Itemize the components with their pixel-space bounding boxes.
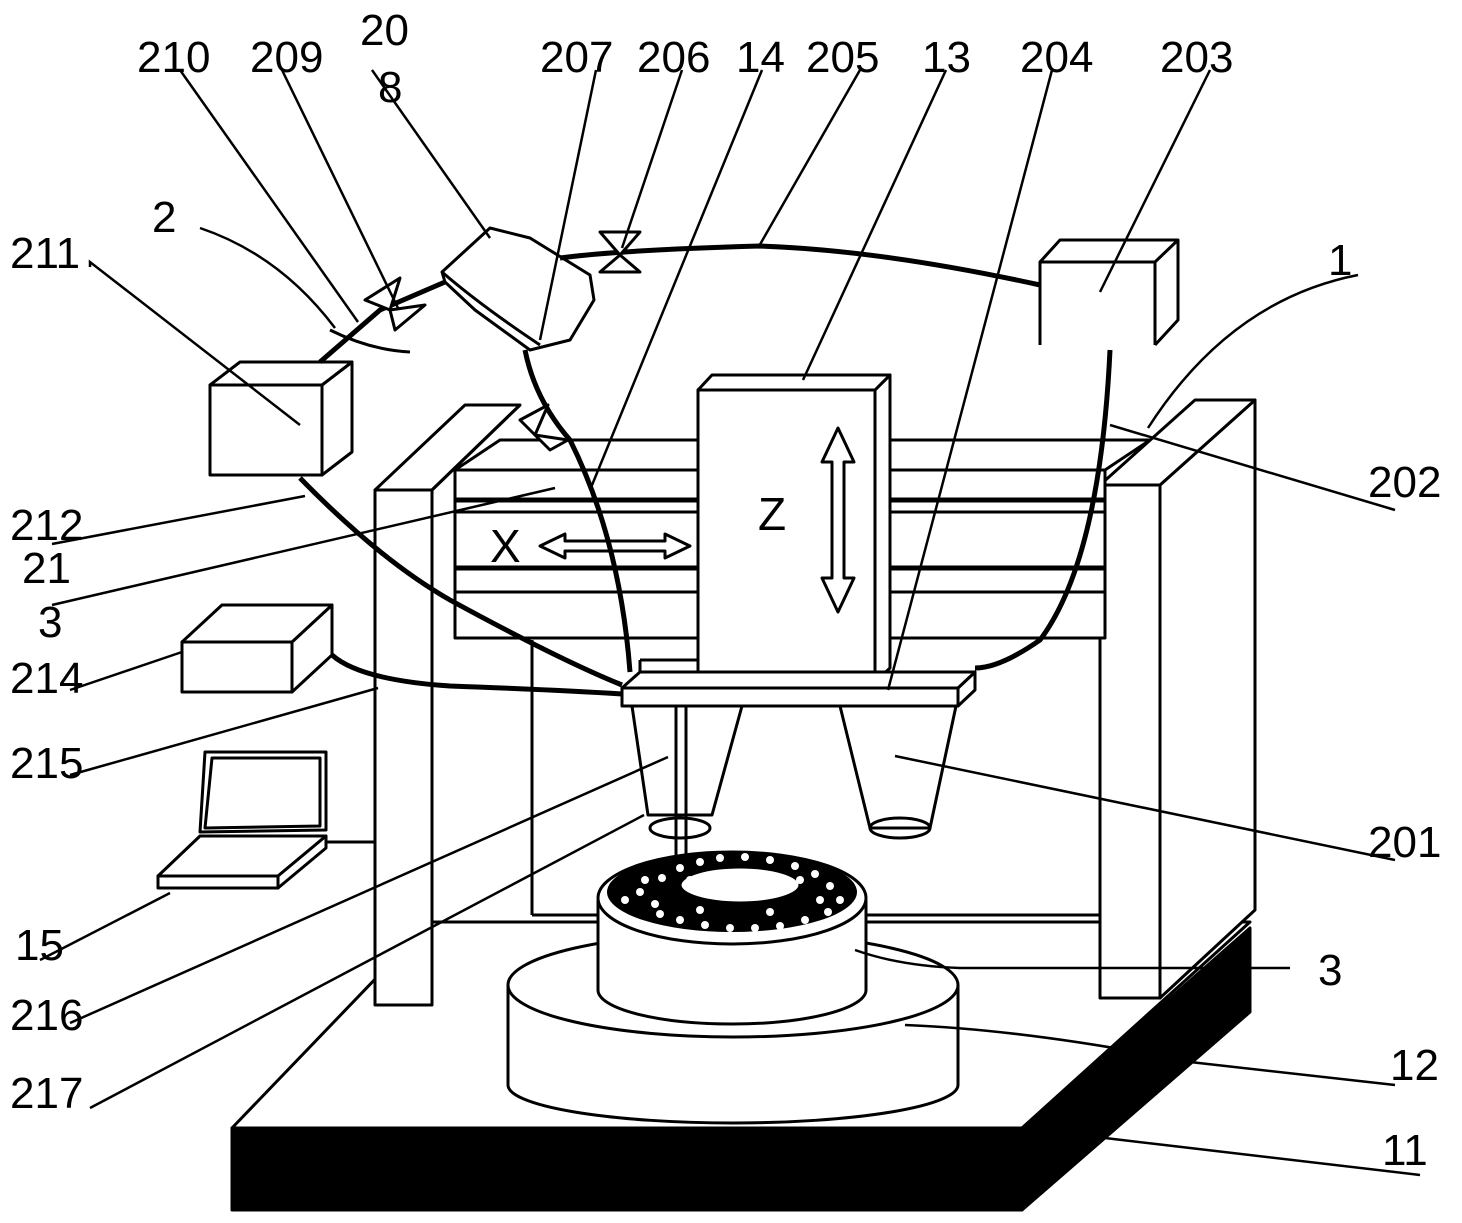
label-207: 207 (540, 33, 613, 82)
left-column (373, 403, 522, 1007)
z-carriage (696, 373, 892, 684)
valve-207 (518, 403, 570, 452)
powder-beads (621, 853, 844, 932)
label-15: 15 (15, 921, 64, 970)
label-3-left: 3 (38, 598, 62, 647)
label-3-right: 3 (1318, 946, 1342, 995)
valve-206 (598, 230, 642, 274)
label-206: 206 (637, 33, 710, 82)
protective-gas-curve (329, 328, 411, 354)
laser-head (440, 226, 596, 352)
label-12: 12 (1390, 1041, 1439, 1090)
right-column (1098, 398, 1257, 1000)
gas-tank (1038, 238, 1180, 347)
workpiece-cylinder (596, 850, 868, 1026)
label-205: 205 (806, 33, 879, 82)
label-2: 2 (152, 193, 176, 242)
label-21: 21 (22, 544, 71, 593)
label-13: 13 (922, 33, 971, 82)
z-axis-arrow (820, 426, 856, 614)
label-210: 210 (137, 33, 210, 82)
label-11: 11 (1382, 1126, 1428, 1175)
label-20: 20 (360, 6, 409, 55)
valve-209 (363, 276, 427, 332)
label-209: 209 (250, 33, 323, 82)
label-214: 214 (10, 654, 83, 703)
reference-labels: 1 2 3 3 11 12 13 14 15 20 8 21 201 202 2… (10, 6, 1441, 1175)
z-axis-label: Z (758, 488, 786, 540)
label-212: 212 (10, 501, 83, 550)
x-axis-label: X (490, 520, 521, 572)
suction-cone (838, 705, 958, 840)
leader-lines (39, 69, 1421, 1177)
controller-box (180, 603, 334, 694)
label-215: 215 (10, 739, 83, 788)
computer-laptop (156, 750, 375, 890)
label-8: 8 (378, 63, 402, 112)
mounting-plate (620, 658, 977, 708)
powder-feeder-box (208, 360, 354, 477)
label-204: 204 (1020, 33, 1093, 82)
x-axis-arrow (538, 532, 692, 560)
label-202: 202 (1368, 458, 1441, 507)
label-211: 211 (10, 229, 80, 278)
nozzle-cone (630, 705, 744, 855)
label-217: 217 (10, 1069, 83, 1118)
label-14: 14 (736, 33, 785, 82)
label-201: 201 (1368, 818, 1441, 867)
label-216: 216 (10, 991, 83, 1040)
label-203: 203 (1160, 33, 1233, 82)
label-1: 1 (1328, 236, 1352, 285)
